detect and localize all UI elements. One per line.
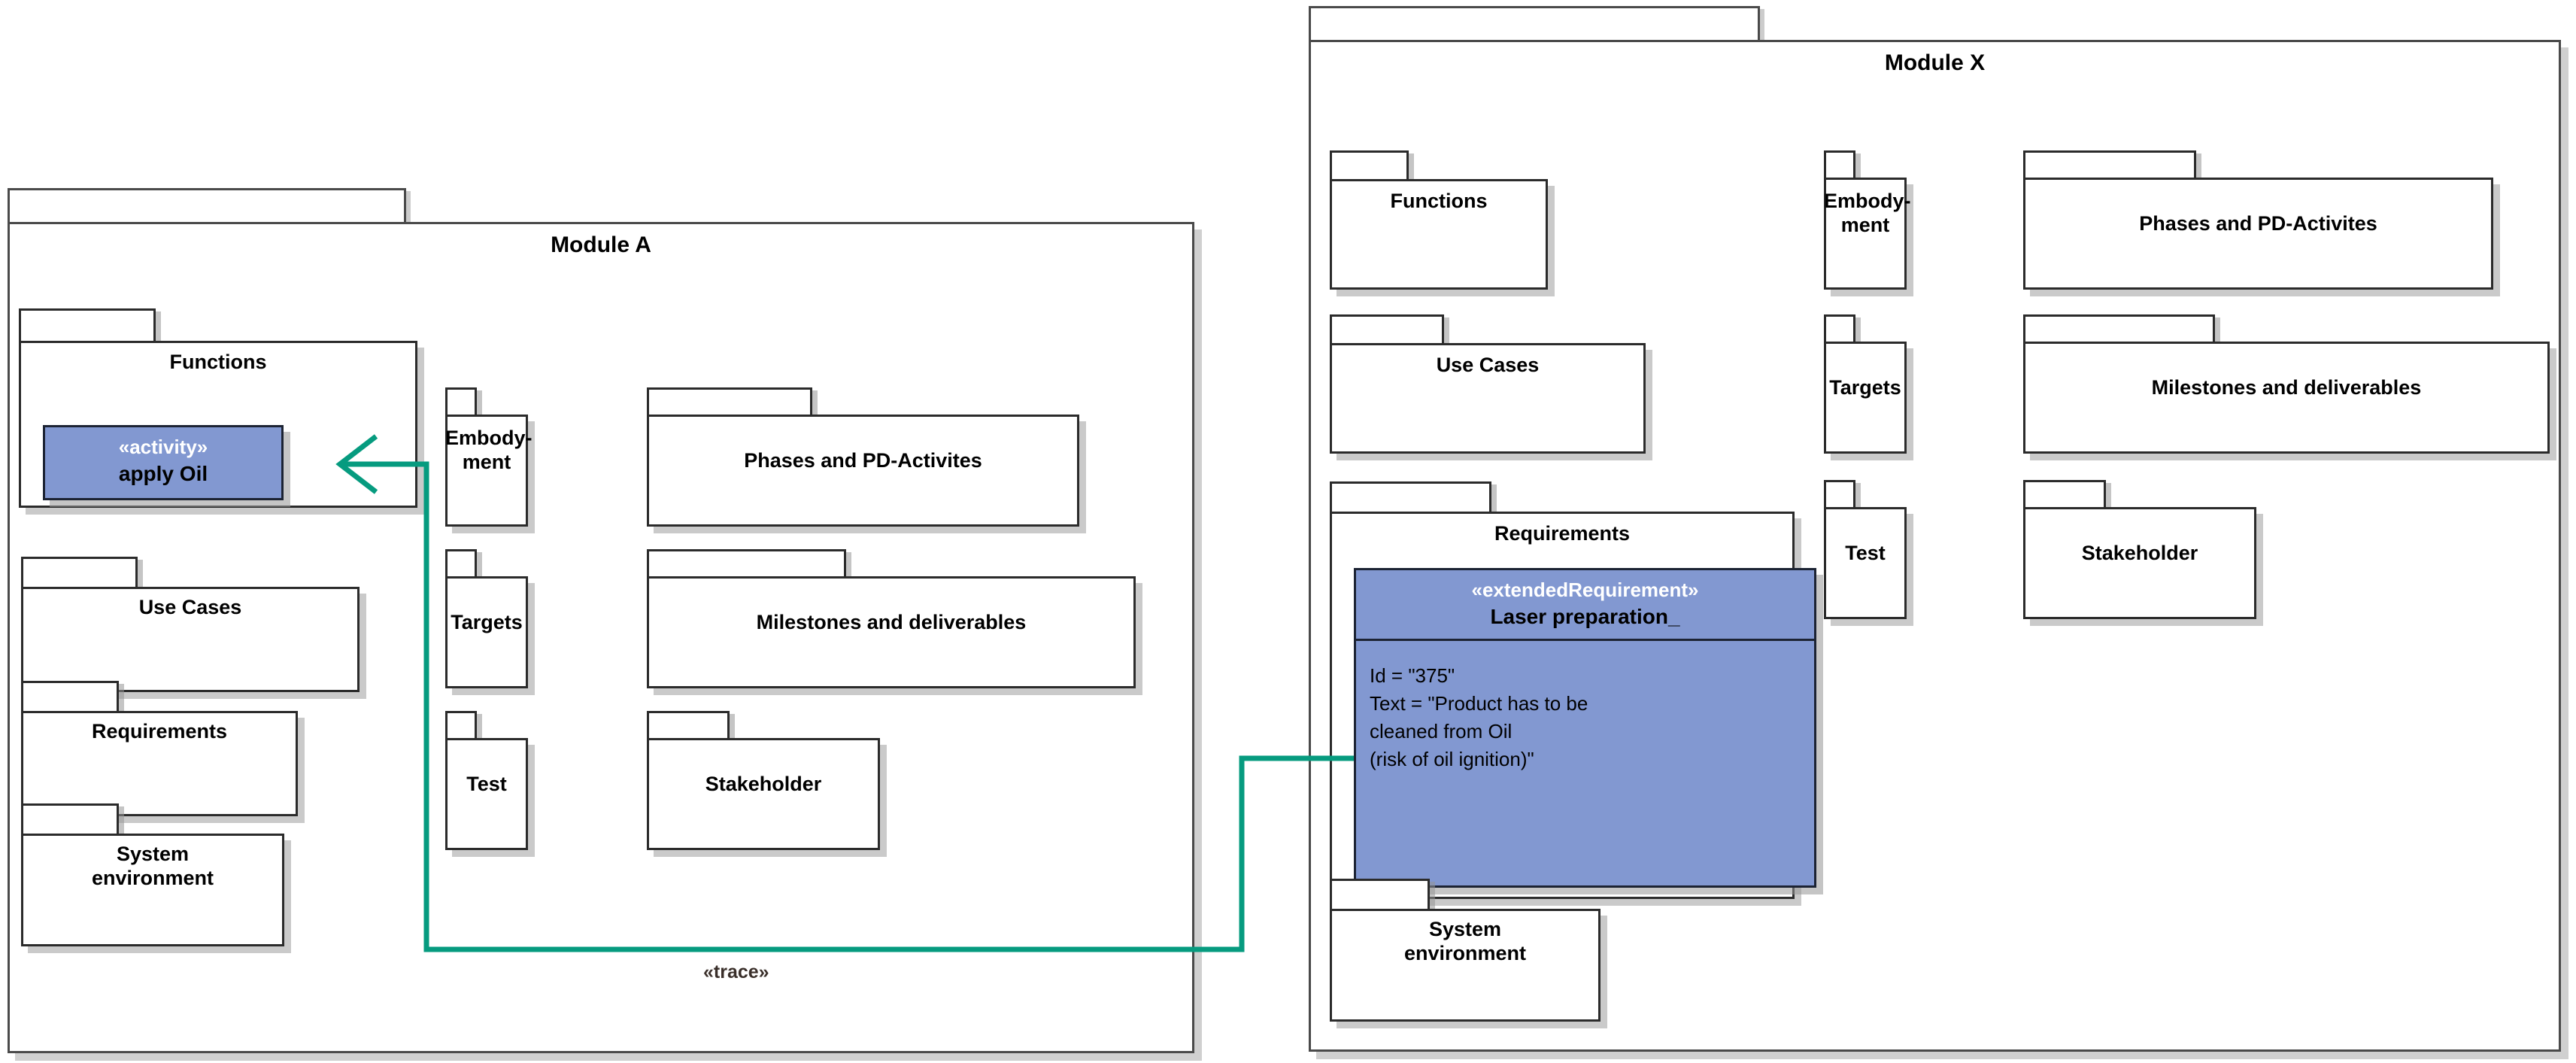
package-tab-icon <box>445 549 477 578</box>
package-body <box>21 834 284 946</box>
module-x-package-tab <box>1309 6 1760 42</box>
package-tab-icon <box>1824 150 1855 179</box>
package-tab-icon <box>2023 314 2215 343</box>
package-tab-icon <box>647 711 730 740</box>
module-a-requirements-package[interactable]: Requirements <box>21 681 298 816</box>
module-x-stakeholder-package[interactable]: Stakeholder <box>2023 480 2256 619</box>
package-body <box>1824 507 1907 619</box>
package-body <box>445 415 528 527</box>
package-tab-icon <box>1330 879 1430 910</box>
trace-stereotype-label: «trace» <box>703 961 769 983</box>
activity-stereotype: «activity» <box>118 436 208 458</box>
extended-requirement-laser-preparation[interactable]: «extendedRequirement» Laser preparation_… <box>1354 568 1816 888</box>
package-tab-icon <box>21 681 119 712</box>
module-x-functions-package[interactable]: Functions <box>1330 150 1548 290</box>
module-a-phases-package[interactable]: Phases and PD-Activites <box>647 387 1079 527</box>
package-body <box>647 415 1079 527</box>
module-a-milestones-package[interactable]: Milestones and deliverables <box>647 549 1136 688</box>
module-a-embodyment-package[interactable]: Embody- ment <box>445 387 532 527</box>
package-body <box>21 587 360 692</box>
module-x-test-package[interactable]: Test <box>1824 480 1907 619</box>
package-body <box>647 576 1136 688</box>
module-a-stakeholder-package[interactable]: Stakeholder <box>647 711 880 850</box>
module-a-system-environment-package[interactable]: System environment <box>21 803 284 946</box>
package-body <box>1824 178 1907 290</box>
package-body <box>21 711 298 816</box>
package-tab-icon <box>1824 480 1855 509</box>
package-body <box>445 576 528 688</box>
package-tab-icon <box>647 549 846 578</box>
requirement-stereotype: «extendedRequirement» <box>1471 579 1699 601</box>
package-body <box>2023 342 2550 454</box>
package-tab-icon <box>1330 481 1491 513</box>
module-a-use-cases-package[interactable]: Use Cases <box>21 557 360 692</box>
activity-apply-oil[interactable]: «activity» apply Oil <box>43 425 284 500</box>
package-tab-icon <box>2023 150 2196 179</box>
package-tab-icon <box>19 308 156 342</box>
module-x-milestones-package[interactable]: Milestones and deliverables <box>2023 314 2550 454</box>
module-x-targets-package[interactable]: Targets <box>1824 314 1907 454</box>
package-body <box>445 738 528 850</box>
package-body <box>1824 342 1907 454</box>
package-tab-icon <box>647 387 812 416</box>
module-x-phases-package[interactable]: Phases and PD-Activites <box>2023 150 2493 290</box>
package-tab-icon <box>21 803 119 835</box>
module-a-test-package[interactable]: Test <box>445 711 528 850</box>
module-a-package-tab <box>8 188 406 224</box>
requirement-name: Laser preparation_ <box>1490 604 1680 628</box>
package-tab-icon <box>21 557 138 588</box>
package-body <box>1330 179 1548 290</box>
package-tab-icon <box>1330 150 1409 181</box>
package-body <box>2023 178 2493 290</box>
package-tab-icon <box>1824 314 1855 343</box>
package-body <box>647 738 880 850</box>
activity-name: apply Oil <box>118 461 208 485</box>
package-body <box>1330 909 1601 1022</box>
package-tab-icon <box>445 711 477 740</box>
package-tab-icon <box>2023 480 2106 509</box>
package-body <box>2023 507 2256 619</box>
package-tab-icon <box>1330 314 1444 345</box>
module-x-use-cases-package[interactable]: Use Cases <box>1330 314 1646 454</box>
module-x-system-environment-package[interactable]: System environment <box>1330 879 1601 1022</box>
module-x-embodyment-package[interactable]: Embody- ment <box>1824 150 1911 290</box>
module-a-targets-package[interactable]: Targets <box>445 549 528 688</box>
requirement-attributes: Id = "375" Text = "Product has to be cle… <box>1370 664 1588 771</box>
compartment-divider <box>1356 639 1814 642</box>
package-body <box>1330 343 1646 454</box>
package-tab-icon <box>445 387 477 416</box>
